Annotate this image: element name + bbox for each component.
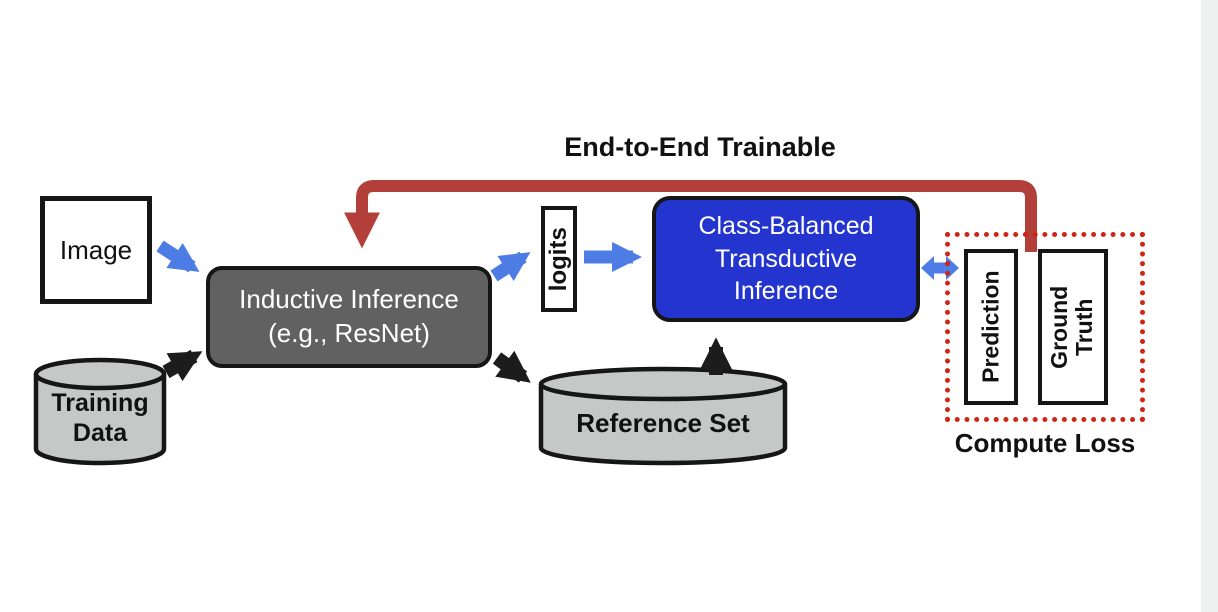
prediction-label: Prediction [977, 270, 1004, 384]
logits-label: logits [544, 226, 572, 291]
inductive-inference-node: Inductive Inference (e.g., ResNet) [206, 266, 492, 368]
arrow-image-to-inductive [156, 240, 200, 273]
training-data-label: Training Data [38, 388, 162, 448]
ground-truth-node: Ground Truth [1038, 249, 1108, 405]
transductive-label-line3: Inference [733, 277, 839, 306]
logits-node: logits [541, 206, 577, 312]
arrow-inductive-to-logits [490, 251, 531, 282]
compute-loss-region [945, 232, 1145, 422]
training-data-label-line1: Training [51, 389, 149, 417]
end-to-end-trainable-label: End-to-End Trainable [564, 132, 836, 162]
transductive-label-line2: Transductive [714, 244, 858, 273]
compute-loss-label: Compute Loss [954, 428, 1136, 458]
page-right-gutter [1201, 0, 1218, 612]
inductive-label-line1: Inductive Inference [239, 284, 459, 315]
reference-set-cylinder [538, 366, 788, 466]
transductive-inference-node: Class-Balanced Transductive Inference [652, 196, 920, 322]
prediction-node: Prediction [964, 249, 1018, 405]
reference-set-label: Reference Set [576, 408, 750, 438]
training-data-cylinder [33, 357, 167, 466]
transductive-label-line1: Class-Balanced [698, 212, 874, 241]
arrow-training-to-inductive [162, 349, 203, 382]
ground-truth-label-line2: Truth [1072, 298, 1099, 356]
image-node: Image [40, 196, 152, 304]
image-node-label: Image [59, 234, 133, 265]
ground-truth-label-line1: Ground [1046, 285, 1073, 369]
training-data-label-line2: Data [72, 419, 128, 447]
end-to-end-feedback-arrow [344, 180, 1037, 252]
inductive-label-line2: (e.g., ResNet) [268, 318, 430, 348]
arrow-inductive-to-reference [492, 350, 531, 383]
